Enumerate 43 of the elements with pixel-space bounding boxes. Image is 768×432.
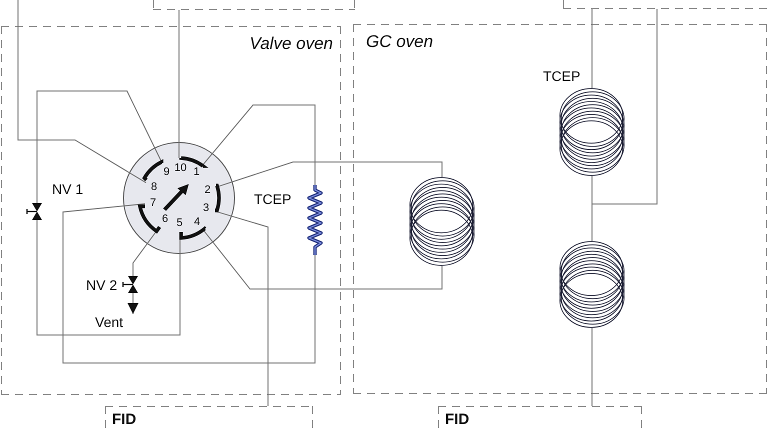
connector-line bbox=[214, 210, 268, 406]
port-number: 6 bbox=[158, 212, 172, 227]
port-number: 2 bbox=[199, 181, 216, 199]
component-label: NV 2 bbox=[86, 277, 118, 294]
channel-arc bbox=[142, 160, 164, 182]
restrictor-coil bbox=[305, 185, 325, 255]
needle-valve-icon bbox=[122, 276, 138, 293]
column-coil bbox=[559, 88, 625, 176]
column-coil bbox=[409, 177, 475, 266]
dashed-enclosure bbox=[563, 0, 768, 9]
connector-line bbox=[36, 220, 180, 336]
port-number: 3 bbox=[197, 202, 215, 215]
connector-line bbox=[202, 228, 442, 290]
connector-line bbox=[18, 0, 146, 184]
detector-label: FID bbox=[445, 411, 470, 428]
column-coil bbox=[559, 241, 625, 328]
port-number: 1 bbox=[190, 164, 203, 181]
detector-label: FID bbox=[112, 411, 136, 428]
port-number: 7 bbox=[145, 196, 161, 210]
connector-line bbox=[178, 10, 180, 158]
channel-arc bbox=[215, 184, 221, 212]
arrow bbox=[128, 292, 138, 314]
connector-line bbox=[36, 90, 163, 204]
component-label: TCEP bbox=[254, 191, 292, 208]
dashed-region bbox=[1, 26, 341, 395]
port-number: 5 bbox=[173, 214, 186, 232]
connector-line bbox=[202, 104, 316, 186]
component-label: NV 1 bbox=[52, 181, 84, 198]
zone-label: GC oven bbox=[366, 32, 434, 52]
channel-arc bbox=[138, 204, 162, 233]
connector-line bbox=[592, 8, 658, 204]
dashed-region bbox=[353, 24, 767, 394]
pointer-arrow-icon bbox=[163, 184, 189, 211]
zone-label: Valve oven bbox=[250, 34, 333, 54]
port-number: 4 bbox=[189, 215, 205, 229]
channel-arc bbox=[179, 226, 206, 240]
dashed-enclosure bbox=[153, 0, 355, 10]
connector-line bbox=[62, 203, 316, 364]
vent-label: Vent bbox=[95, 314, 137, 329]
port-number: 9 bbox=[160, 163, 173, 181]
port-number: 8 bbox=[146, 180, 162, 195]
component-label: TCEP bbox=[543, 68, 580, 84]
needle-valve-icon bbox=[26, 203, 42, 220]
